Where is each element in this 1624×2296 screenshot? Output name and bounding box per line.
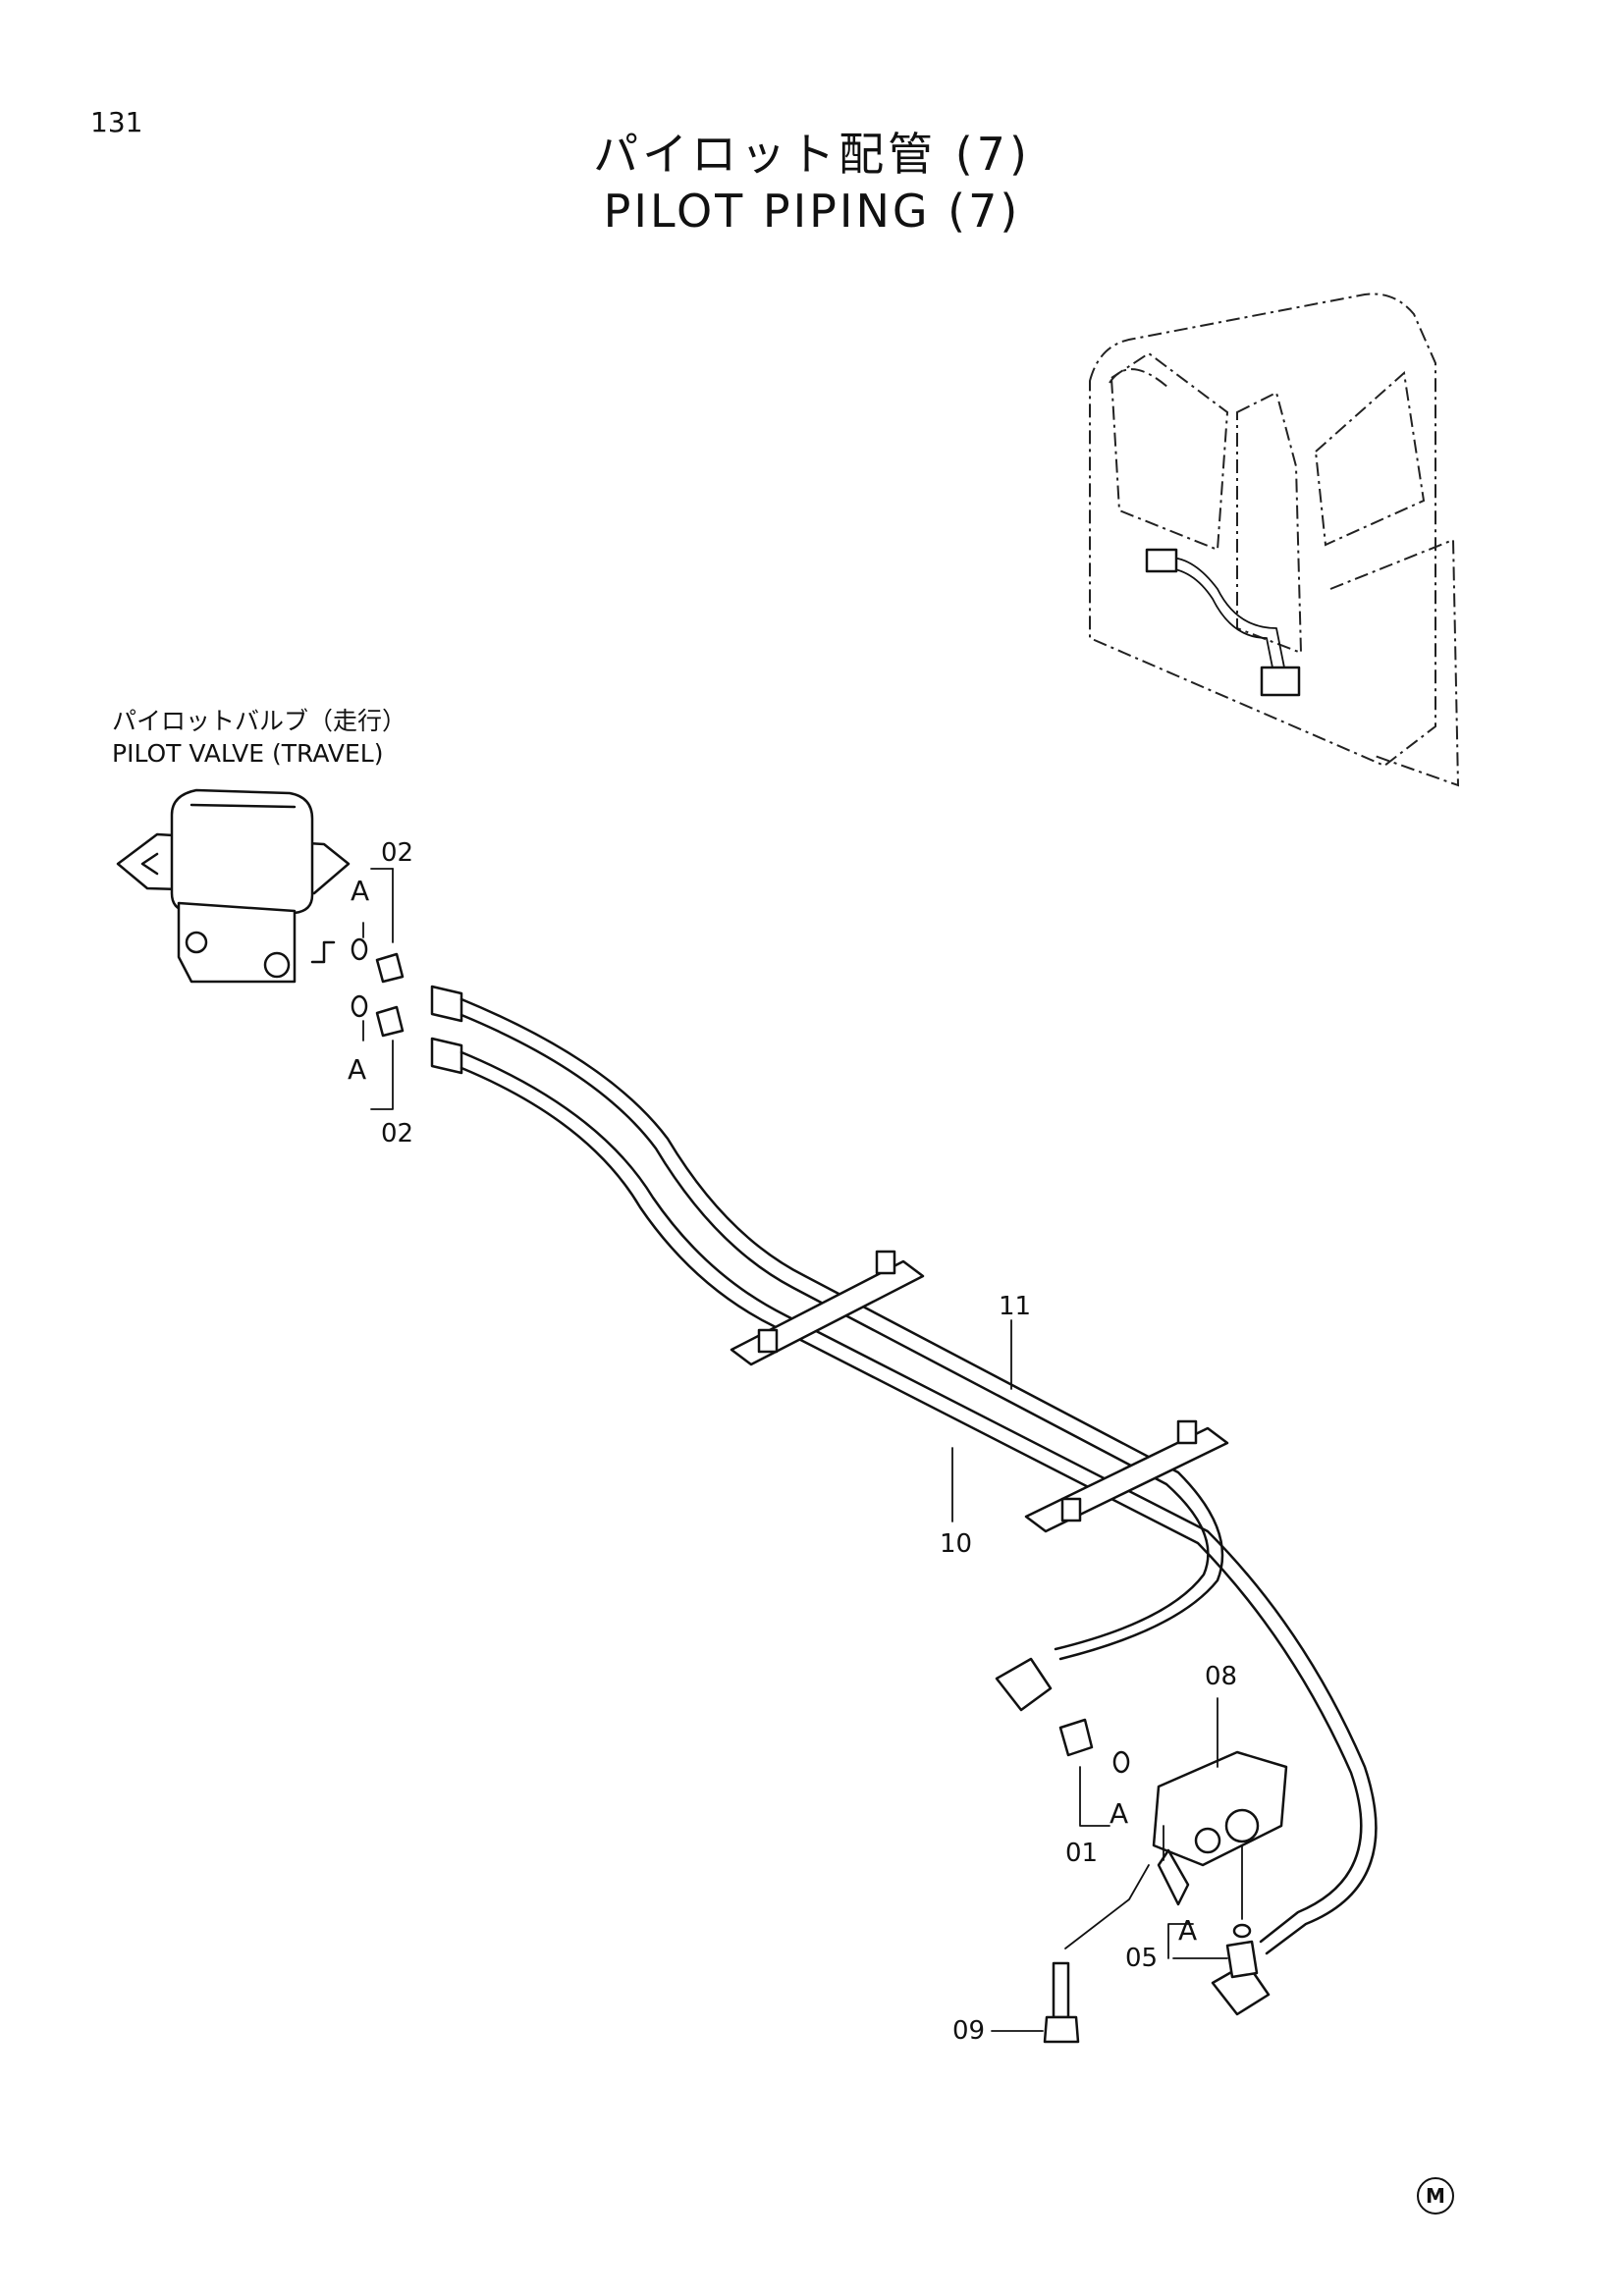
cab-valve-icon [1145,548,1178,573]
bolt-09 [991,1864,1150,2044]
junction-block [1058,1697,1288,1979]
hose-end-upper [995,1657,1053,1712]
callout-09: 09 [952,2016,986,2046]
detail-letter-a-3: A [1110,1797,1129,1830]
title-english: PILOT PIPING (7) [603,185,1021,238]
callout-01: 01 [1065,1839,1099,1868]
page-title: パイロット配管 (7) PILOT PIPING (7) [0,126,1624,240]
pilot-valve [116,788,351,984]
callout-02-upper: 02 [381,838,414,868]
adapter-lower [375,1005,405,1038]
title-japanese: パイロット配管 (7) [593,128,1031,181]
publisher-mark: M [1417,2177,1454,2215]
pilot-valve-label-english: PILOT VALVE (TRAVEL) [112,739,384,768]
page-number: 131 [90,106,143,138]
fitting-01 [1058,1718,1094,1757]
callout-11: 11 [999,1292,1032,1321]
clamp-brackets [730,1250,1229,1533]
callout-08: 08 [1205,1662,1238,1691]
fitting-05 [1225,1940,1259,1979]
callout-05: 05 [1125,1944,1159,1973]
callout-brackets-02 [362,868,394,1110]
pilot-valve-label: パイロットバルブ（走行） PILOT VALVE (TRAVEL) [112,705,406,770]
callout-10: 10 [940,1529,973,1559]
pilot-valve-label-japanese: パイロットバルブ（走行） [112,707,407,735]
o-ring-05 [1232,1923,1252,1939]
detail-letter-a-1: A [351,875,370,907]
callout-02-lower: 02 [381,1119,414,1148]
detail-letter-a-4: A [1178,1914,1198,1947]
o-ring-lower [351,994,368,1018]
o-ring-upper [351,937,368,961]
cab-inset [1089,293,1460,787]
hose-assembly [430,985,1378,2016]
cab-block-icon [1260,666,1301,697]
valve-fittings [310,937,405,1038]
detail-letter-a-2: A [348,1053,367,1086]
o-ring-01 [1112,1750,1130,1774]
hose-leaders [951,1319,1012,1522]
adapter-upper [375,952,405,984]
